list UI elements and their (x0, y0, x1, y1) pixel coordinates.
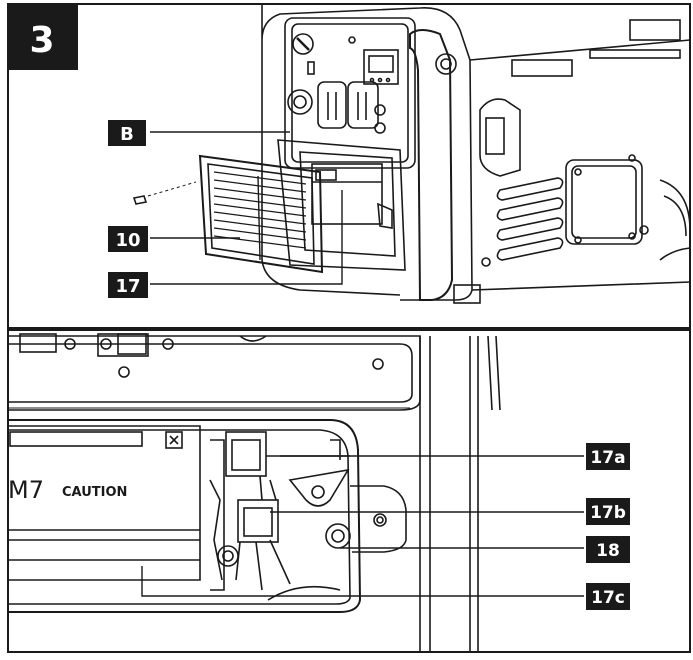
svg-text:17b: 17b (590, 503, 626, 523)
svg-text:17a: 17a (590, 448, 625, 468)
module-model-text: M7 (8, 476, 44, 504)
module-caution-text: CAUTION (62, 485, 127, 500)
step-badge: 3 (8, 4, 78, 70)
callout-10: 10 (108, 226, 148, 252)
closeup-illustration (8, 333, 501, 652)
callout-17: 17 (108, 272, 148, 298)
callout-17c: 17c (586, 583, 630, 610)
callout-17a: 17a (586, 443, 630, 470)
svg-text:18: 18 (596, 541, 620, 561)
step-number: 3 (29, 20, 54, 61)
svg-text:17c: 17c (591, 588, 625, 608)
callout-17b: 17b (586, 498, 630, 525)
generator-illustration (132, 4, 691, 304)
svg-text:17: 17 (115, 276, 140, 297)
svg-text:B: B (120, 124, 134, 145)
svg-text:10: 10 (115, 230, 140, 251)
callout-B: B (108, 120, 146, 146)
callout-18: 18 (586, 536, 630, 563)
